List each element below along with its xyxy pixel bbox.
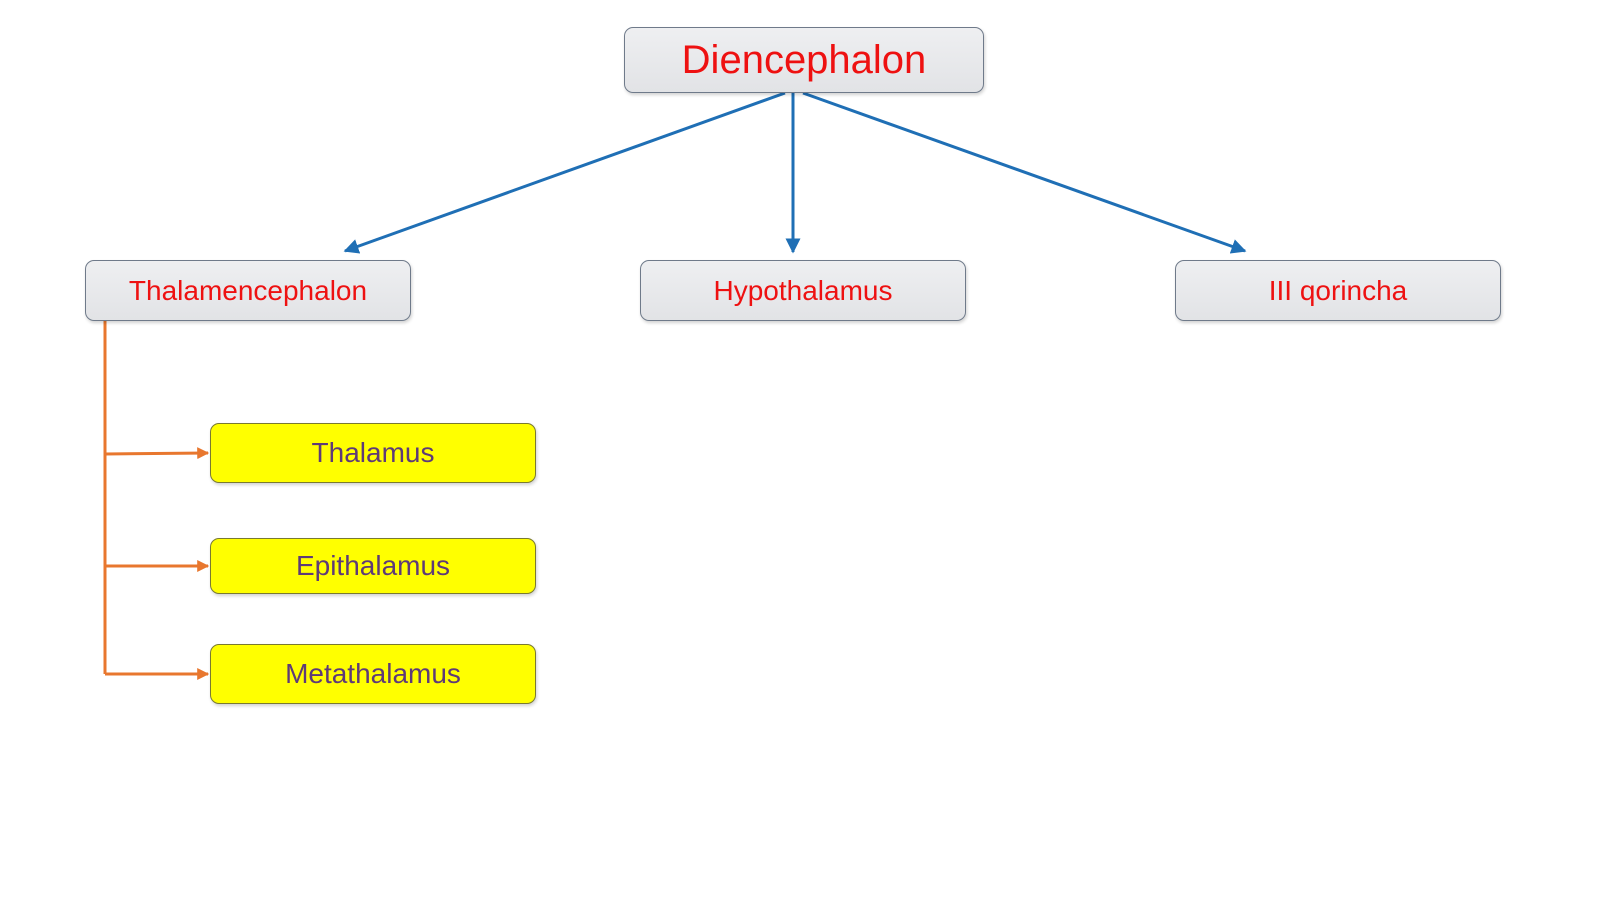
node-thalamus: Thalamus — [210, 423, 536, 483]
node-label: III qorincha — [1268, 274, 1408, 306]
node-thalamencephalon: Thalamencephalon — [85, 260, 411, 321]
node-label: Hypothalamus — [713, 274, 893, 306]
arrow-to-thalamus — [104, 447, 210, 460]
node-metathalamus: Metathalamus — [210, 644, 536, 704]
node-epithalamus: Epithalamus — [210, 538, 536, 594]
node-label: Epithalamus — [295, 550, 451, 581]
node-label: Metathalamus — [285, 658, 461, 689]
node-label: Thalamencephalon — [128, 274, 368, 306]
node-label: Diencephalon — [681, 37, 927, 82]
node-diencephalon: Diencephalon — [624, 27, 984, 93]
arrow-root-to-thalamencephalon — [343, 91, 786, 254]
node-label: Thalamus — [311, 437, 435, 468]
arrow-root-to-third-ventricle — [802, 91, 1247, 254]
node-hypothalamus: Hypothalamus — [640, 260, 966, 321]
node-third-ventricle: III qorincha — [1175, 260, 1501, 321]
